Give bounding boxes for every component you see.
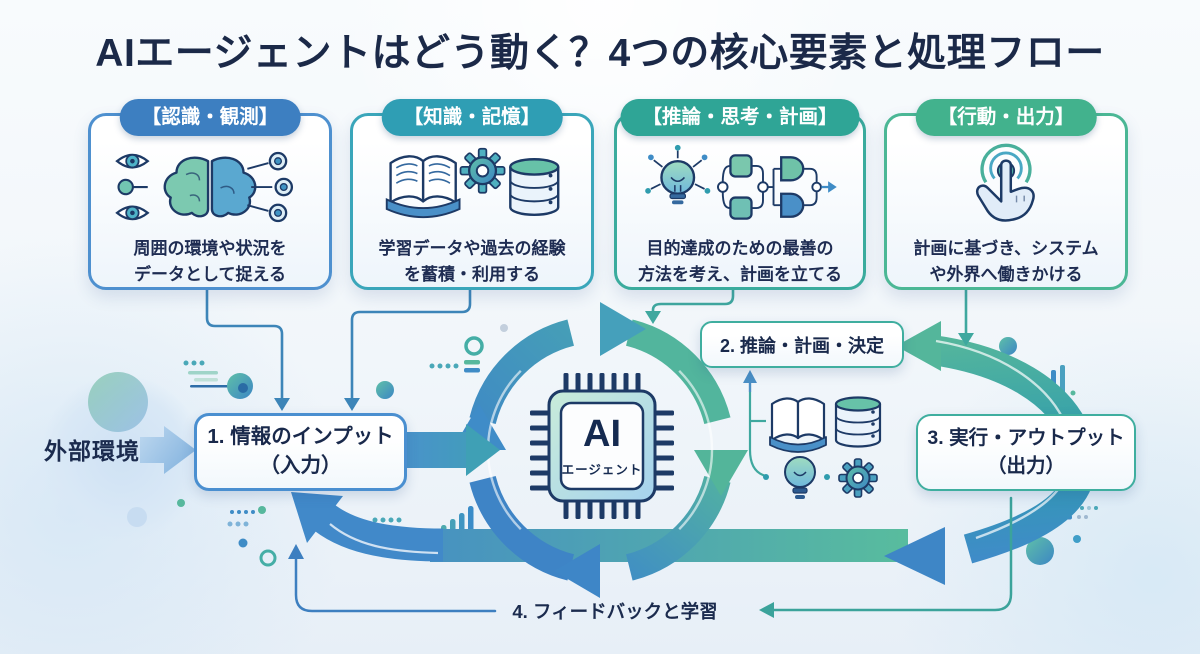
feedback-line xyxy=(288,496,1013,618)
book-icon xyxy=(769,397,827,453)
page-title: AIエージェントはどう動く？4つの核心要素と処理フロー xyxy=(95,32,1105,75)
external-environment-label: 外部環境 xyxy=(44,438,140,464)
decor-speedlines-left xyxy=(183,360,253,399)
gear-icon xyxy=(838,458,878,498)
card-knowledge-desc: 学習データや過去の経験 を蓄積・利用する xyxy=(378,239,566,284)
card-reasoning-desc: 目的達成のための最善の 方法を考え、計画を立てる xyxy=(638,239,842,284)
external-environment-blob xyxy=(40,372,204,542)
step2-reasoning-box: 2. 推論・計画・決定 xyxy=(700,321,904,368)
database-icon xyxy=(834,396,882,448)
cpu-chip-icon xyxy=(530,373,674,519)
book-gear-database-icon xyxy=(385,147,560,219)
perception-brain-eyes-icon xyxy=(115,151,294,223)
card-perception-desc: 周囲の環境や状況を データとして捉える xyxy=(133,239,287,284)
card-perception-header: 【認識・観測】 xyxy=(119,99,301,136)
lightbulb-icon xyxy=(784,456,816,499)
card-perception: 【認識・観測】 周囲の環境や状況を データとして捉える xyxy=(88,99,332,290)
memory-cluster xyxy=(743,370,882,499)
card-reasoning: 【推論・思考・計画】 目的達成のための最善の 方法を考え、計画を立てる xyxy=(614,99,866,290)
card-connectors xyxy=(205,288,974,411)
step4-feedback-label: 4. フィードバックと学習 xyxy=(512,601,718,622)
card-knowledge: 【知識・記憶】 学習データや過去の経験 を蓄積・利用する xyxy=(350,99,594,290)
decor-dots-bottom-left xyxy=(227,506,402,567)
step3-execute-box: 3. 実行・アウトプット （出力） xyxy=(916,414,1136,491)
input-arrow xyxy=(140,424,500,476)
step1-input-box: 1. 情報のインプット （入力） xyxy=(194,413,407,491)
decor-dots-center-top xyxy=(376,324,508,399)
tap-hand-icon xyxy=(976,143,1035,222)
card-action: 【行動・出力】 計画に基づき、システム や外界へ働きかける xyxy=(884,99,1128,290)
card-action-header: 【行動・出力】 xyxy=(915,99,1097,136)
ai-agent-chip-label: AI エージェント xyxy=(561,413,643,477)
card-knowledge-header: 【知識・記憶】 xyxy=(381,99,563,136)
card-action-desc: 計画に基づき、システム や外界へ働きかける xyxy=(913,239,1099,284)
card-reasoning-header: 【推論・思考・計画】 xyxy=(620,99,860,136)
lightbulb-flowchart-icon xyxy=(645,144,837,220)
